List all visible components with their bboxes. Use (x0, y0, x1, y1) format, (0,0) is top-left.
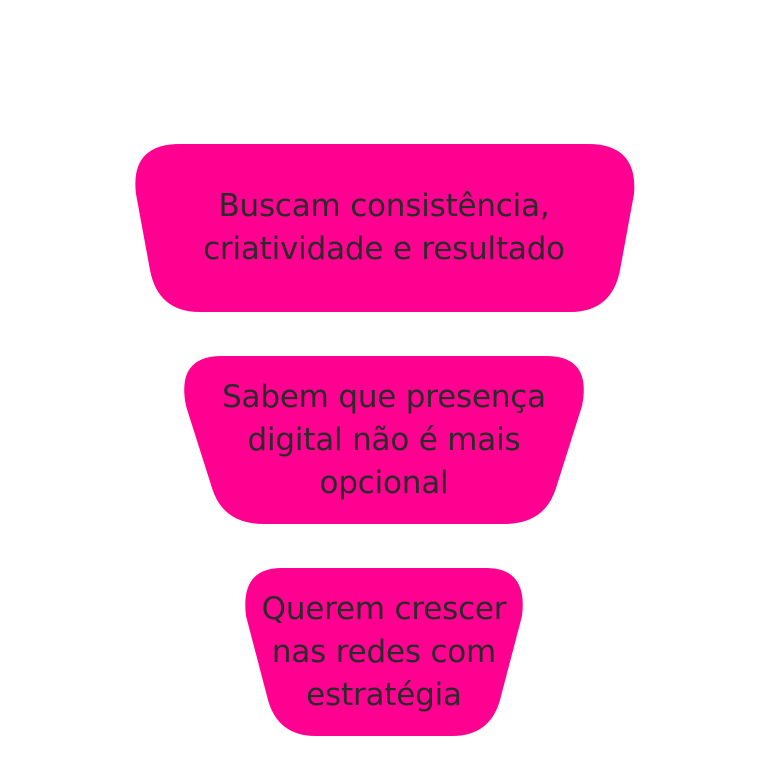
funnel-stage-3-line-2: nas redes com (271, 634, 497, 670)
funnel-stage-2-line-2: digital não é mais (247, 422, 521, 458)
funnel-stage-1-text: Buscam consistência, criatividade e resu… (170, 185, 598, 271)
funnel-stage-2-line-3: opcional (319, 465, 449, 501)
funnel-stage-1-line-2: criatividade e resultado (203, 231, 565, 267)
funnel-stage-3-line-3: estratégia (306, 677, 462, 713)
funnel-stage-2-line-1: Sabem que presença (222, 379, 546, 415)
funnel-stage-3-text: Querem crescer nas redes com estratégia (248, 588, 520, 717)
funnel-stage-3-shape (245, 568, 523, 736)
funnel-stage-1-shape (135, 144, 635, 312)
funnel-stage-2-shape (184, 356, 584, 524)
funnel-stage-3-line-1: Querem crescer (261, 591, 507, 627)
funnel-stage-1-line-1: Buscam consistência, (218, 188, 550, 224)
funnel-stage-2-text: Sabem que presença digital não é mais op… (205, 376, 563, 505)
